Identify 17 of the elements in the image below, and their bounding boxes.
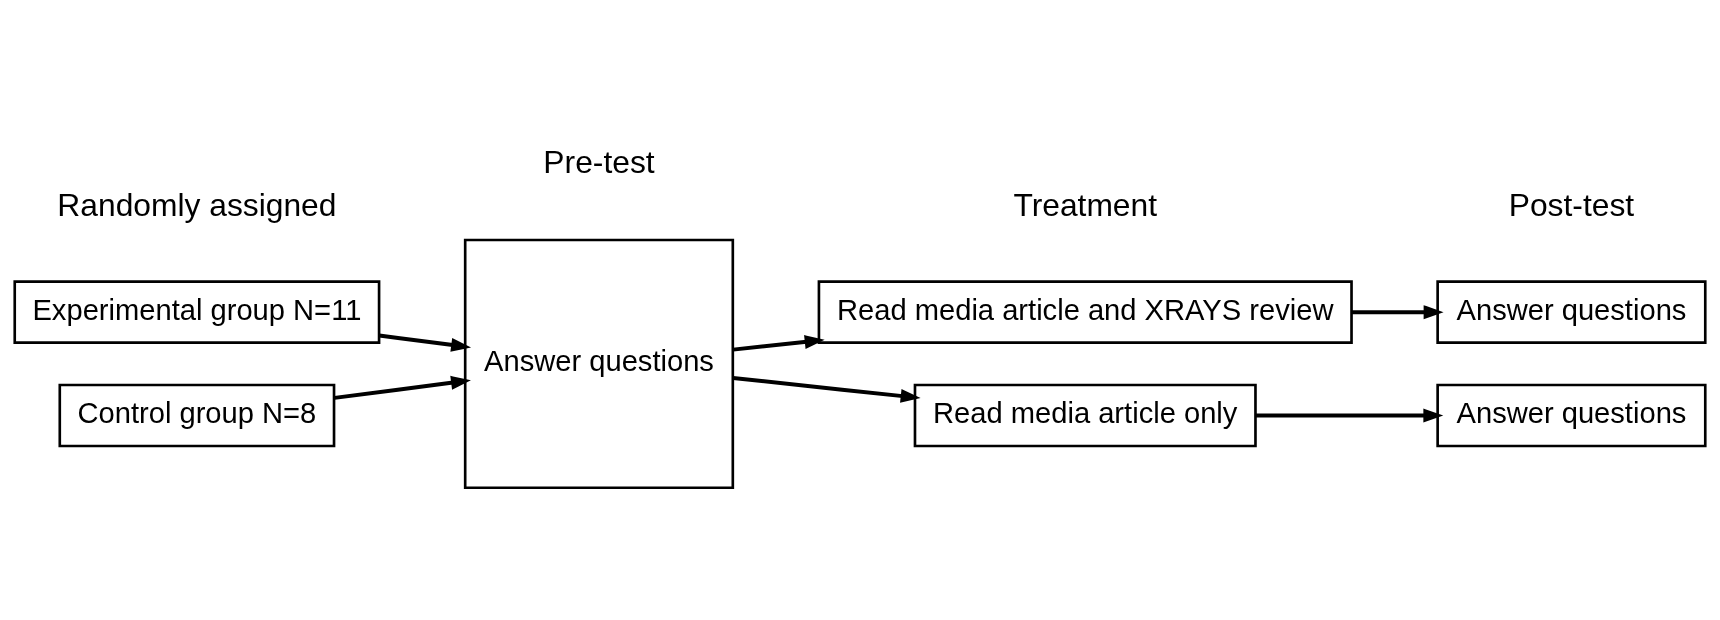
node-box: Read media article only xyxy=(913,383,1257,447)
node-box: Experimental group N=11 xyxy=(13,279,381,344)
arrow xyxy=(732,334,825,352)
label: Treatment xyxy=(1013,186,1158,223)
arrow xyxy=(379,333,472,352)
arrow xyxy=(1351,304,1444,319)
label: Randomly assigned xyxy=(57,186,337,223)
arrow xyxy=(732,375,921,403)
arrow xyxy=(1255,408,1444,422)
arrow xyxy=(334,375,471,400)
node-box: Answer questions xyxy=(1436,383,1707,447)
node-box: Read media article and XRAYS review xyxy=(817,279,1353,344)
label: Pre-test xyxy=(543,143,655,180)
node-box: Answer questions xyxy=(1436,279,1707,344)
node-box: Answer questions xyxy=(463,238,735,489)
node-box: Control group N=8 xyxy=(58,383,336,447)
label: Post-test xyxy=(1508,186,1635,223)
